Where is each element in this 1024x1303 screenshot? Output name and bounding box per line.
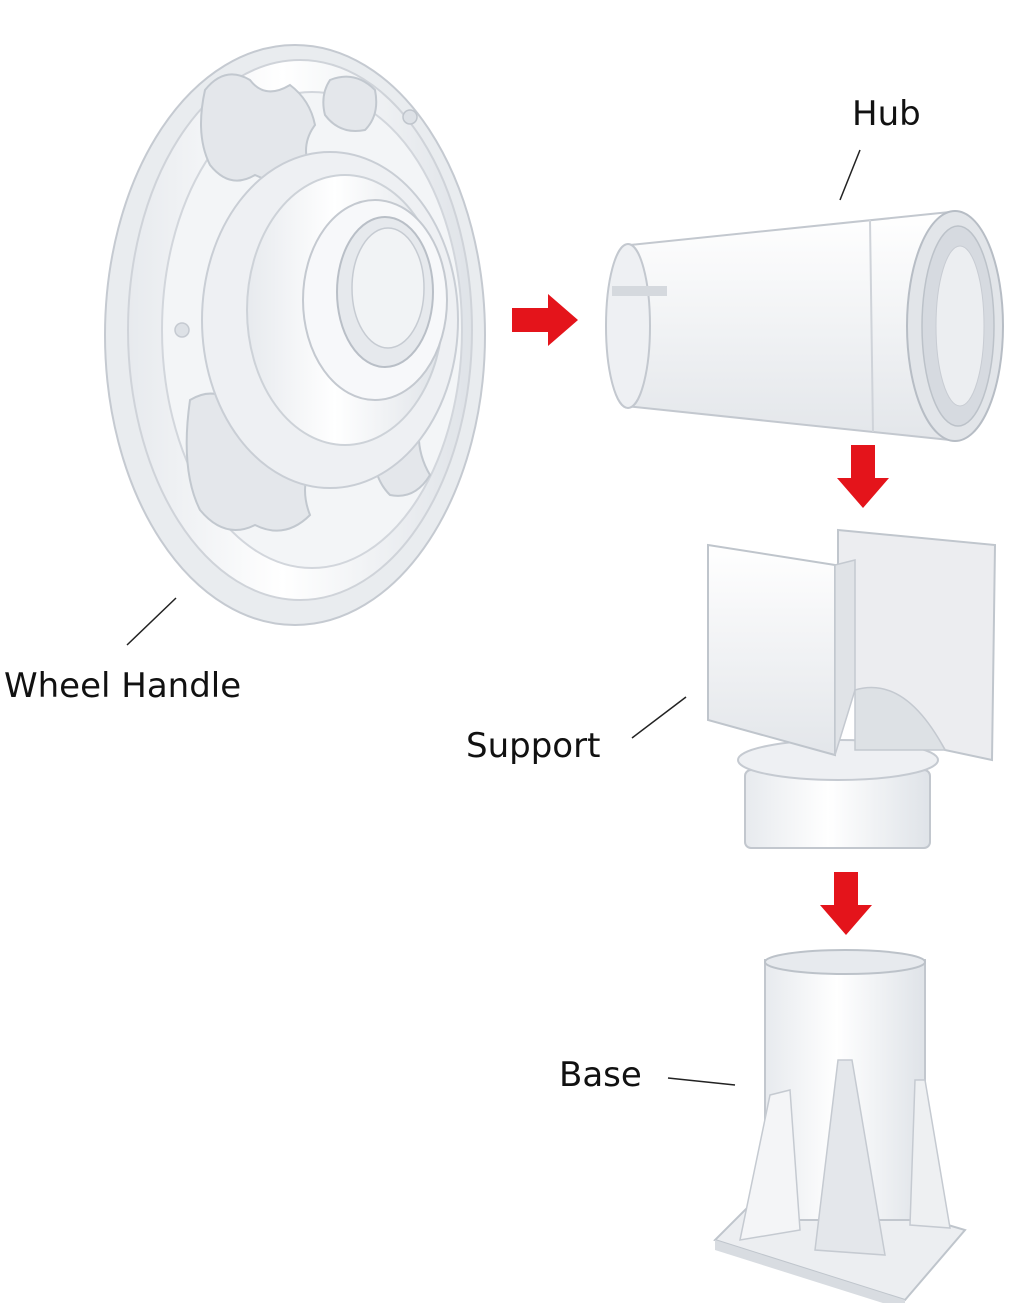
base-leader-line [667,1077,736,1086]
base-part [713,949,967,1303]
wheel-handle-label: Wheel Handle [4,666,242,706]
down-arrow [820,872,872,935]
wheel-handle-leader-line [126,597,177,646]
hub-part [605,210,1004,442]
support-part [707,528,997,849]
support-label: Support [466,726,601,766]
hub-label: Hub [852,94,921,134]
base-label: Base [559,1055,642,1095]
right-arrow [512,294,578,346]
support-leader-line [631,696,687,739]
wheel-handle-part [104,44,486,626]
hub-leader-line [839,149,861,201]
down-arrow [837,445,889,508]
